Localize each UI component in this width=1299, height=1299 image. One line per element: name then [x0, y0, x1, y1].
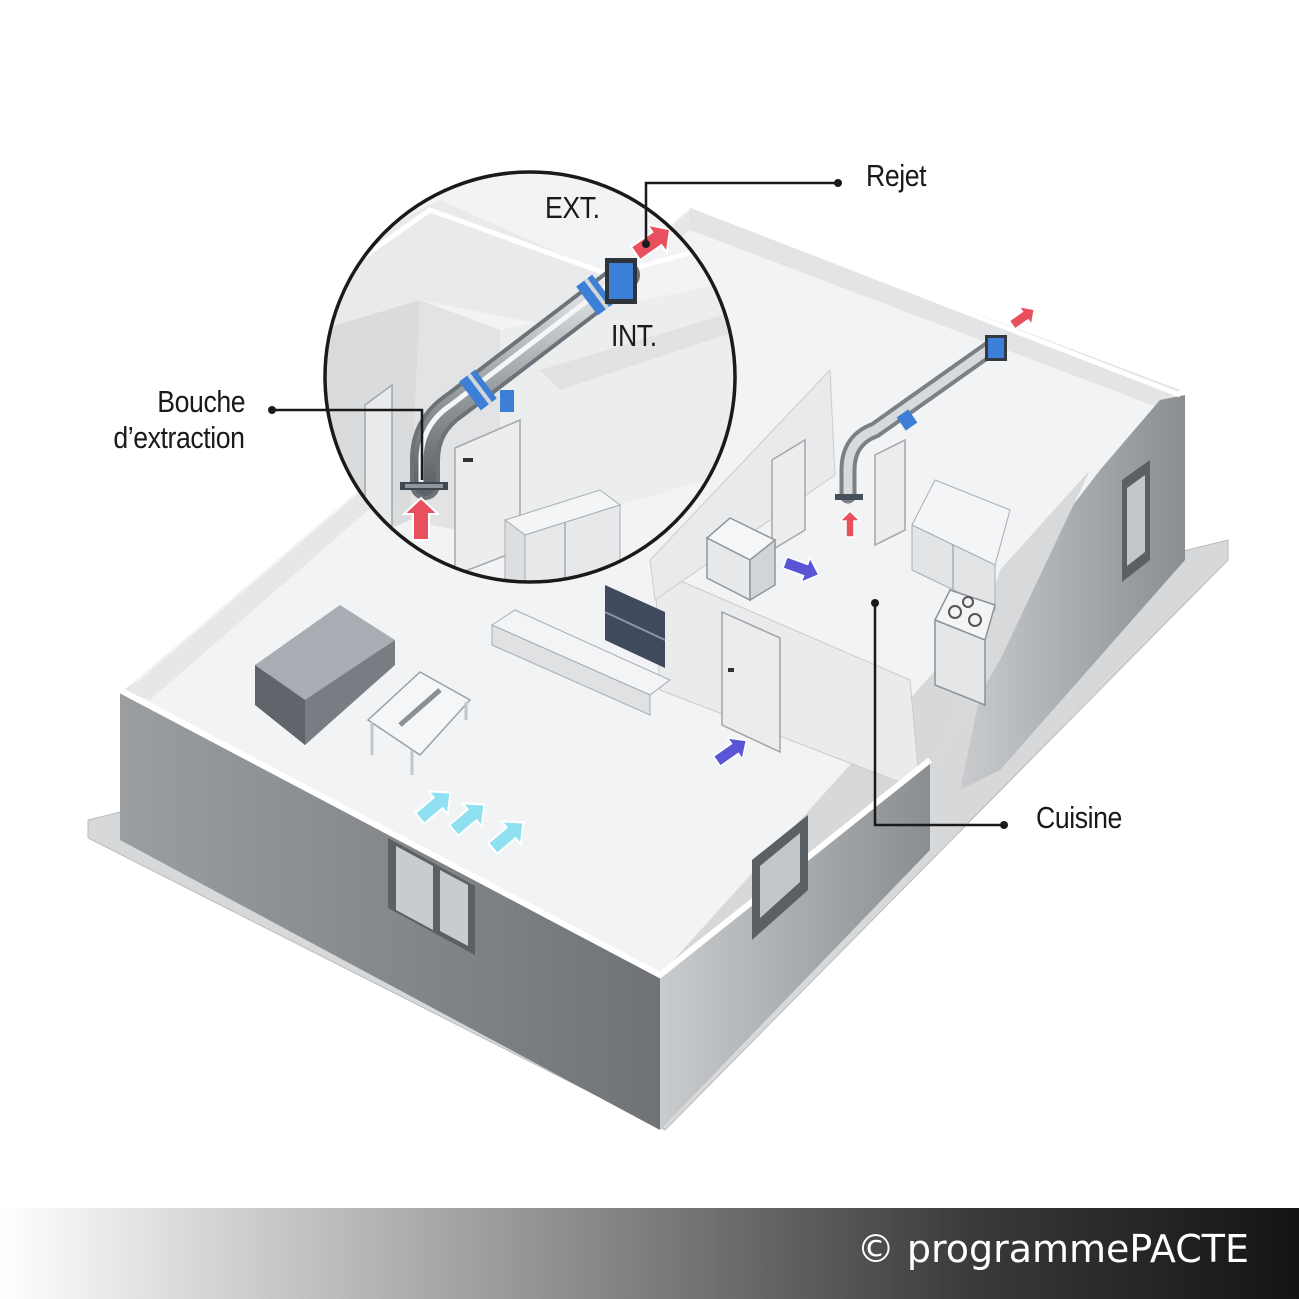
wall-top-edge [118, 687, 932, 979]
fresh-air-arrow [413, 790, 452, 826]
sofa [255, 605, 395, 745]
exhaust-arrow [838, 509, 862, 538]
leader-rejet [644, 181, 838, 244]
copyright-credit: © programmePACTE [856, 1227, 1249, 1271]
window-right [1122, 460, 1150, 582]
front-outer-wall [660, 760, 930, 1130]
door-bathroom [771, 438, 806, 552]
exhaust-arrow [1008, 305, 1036, 331]
back-wall-right [690, 205, 1180, 410]
label-ext: EXT. [545, 190, 600, 225]
right-wall-cutout [930, 470, 1090, 780]
washing-machine [705, 517, 777, 602]
left-outer-wall [120, 690, 660, 1130]
transfer-air-arrow [781, 555, 820, 584]
exhaust-arrow [629, 223, 672, 262]
label-int: INT. [611, 318, 657, 353]
window-side [752, 815, 808, 940]
fresh-air-arrow [486, 820, 525, 856]
wall-top-edge [118, 202, 1181, 692]
coffee-table [366, 671, 472, 775]
door-kitchen [874, 438, 906, 547]
exhaust-duct-house [835, 335, 1007, 504]
airflow-arrows [413, 305, 1036, 856]
leader-bouche [272, 408, 424, 480]
fresh-air-arrow [447, 802, 486, 838]
leader-cuisine [873, 603, 1004, 827]
window-front [388, 838, 475, 955]
transfer-air-arrow [712, 736, 748, 768]
exhaust-arrow [401, 496, 441, 541]
label-bouche-line2: d’extraction [113, 420, 246, 455]
kitchen-cabinets [911, 479, 1011, 611]
cooker [933, 589, 996, 707]
label-rejet: Rejet [866, 158, 927, 193]
tv-cabinet [490, 585, 671, 716]
partition-wall-kitchen [649, 368, 836, 601]
label-bouche-line1: Bouche [157, 384, 245, 419]
leader-lines [268, 179, 1008, 829]
label-cuisine: Cuisine [1036, 800, 1122, 835]
house-model [87, 202, 1229, 1131]
door-living [721, 610, 781, 754]
footer-gradient-bar [0, 1208, 1299, 1299]
